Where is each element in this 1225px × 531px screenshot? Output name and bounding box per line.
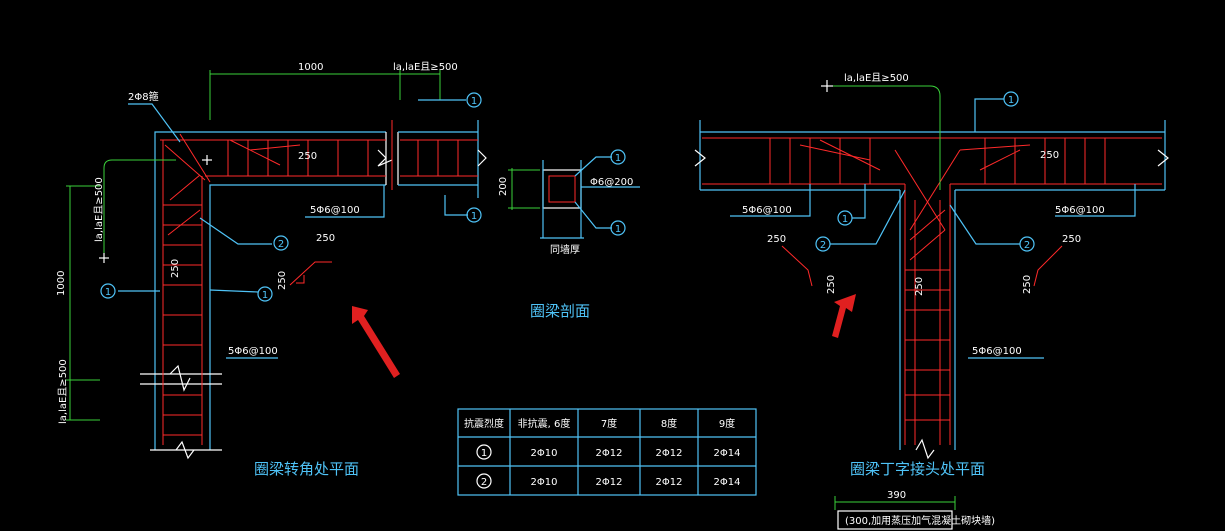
table-header: 8度 xyxy=(661,417,677,430)
corner-plan-title: 圈梁转角处平面 xyxy=(254,460,359,478)
callout-label: 2 xyxy=(820,240,826,251)
corner-rebar xyxy=(160,120,478,445)
callout-label: 2 xyxy=(278,239,284,250)
callout-label: 1 xyxy=(1008,95,1014,106)
table-cell: 2Φ14 xyxy=(714,477,741,488)
table-cell: 2Φ12 xyxy=(656,448,683,459)
callout-label: 1 xyxy=(471,96,477,107)
annotation-arrows xyxy=(352,294,856,378)
callout-label: 2 xyxy=(1024,240,1030,251)
dim-250-b: 250 xyxy=(316,233,335,244)
dim-1000-left: 1000 xyxy=(56,271,67,296)
stirrup-bottom: 5Φ6@100 xyxy=(972,346,1022,357)
red-arrow-left xyxy=(352,306,400,378)
dim-250-d: 250 xyxy=(277,271,288,290)
stirrup-left: 5Φ6@100 xyxy=(742,205,792,216)
callout-label: 1 xyxy=(105,287,111,298)
red-arrow-right xyxy=(832,294,856,338)
corner-plan: 1 1 1 2 1 1000 la,laE且≥500 2Φ8箍 250 250 … xyxy=(56,61,487,478)
tee-text: la,laE且≥500 250 250 250 250 250 250 5Φ6@… xyxy=(742,72,1105,527)
table-cell: 2Φ10 xyxy=(531,448,558,459)
tee-callouts: 1 1 2 2 xyxy=(815,91,1035,252)
corner-callouts xyxy=(100,92,482,302)
callout-label: 1 xyxy=(471,211,477,222)
corner-text: 1000 la,laE且≥500 2Φ8箍 250 250 5Φ6@100 5Φ… xyxy=(56,61,458,478)
tee-anchor-length: la,laE且≥500 xyxy=(844,72,909,84)
table-cell: 2Φ14 xyxy=(714,448,741,459)
section-stirrup: Φ6@200 xyxy=(590,177,633,188)
table-cell: 2Φ12 xyxy=(596,477,623,488)
dim-250-c: 250 xyxy=(1062,234,1081,245)
section-title: 圈梁剖面 xyxy=(530,302,590,320)
dim-1000-top: 1000 xyxy=(298,62,323,73)
beam-section: 1 1 Φ6@200 200 同墙厚 圈梁剖面 xyxy=(498,149,640,320)
table-row-id: 2 xyxy=(481,477,487,488)
anchor-length-top: la,laE且≥500 xyxy=(393,61,458,73)
anchor-length-left-upper: la,laE且≥500 xyxy=(93,177,105,242)
tee-plan: 1 1 2 2 la,laE且≥500 250 250 250 250 250 … xyxy=(694,72,1169,530)
wall-note: (300,加用蒸压加气混凝土砌块墙) xyxy=(845,514,995,527)
table-header: 抗震烈度 xyxy=(464,417,504,430)
callout-label: 1 xyxy=(262,290,268,301)
table-header: 9度 xyxy=(719,417,735,430)
table-cell: 2Φ12 xyxy=(656,477,683,488)
dim-390: 390 xyxy=(887,490,906,501)
dim-250-e: 250 xyxy=(914,277,925,296)
section-height: 200 xyxy=(498,177,509,196)
callout-label: 1 xyxy=(615,153,621,164)
anchor-length-left-lower: la,laE且≥500 xyxy=(57,359,69,424)
tee-beam-outline xyxy=(694,120,1169,460)
table-cell: 2Φ10 xyxy=(531,477,558,488)
table-header: 7度 xyxy=(601,417,617,430)
reinforcement-table: 抗震烈度 非抗震, 6度 7度 8度 9度 1 2 2Φ10 2Φ12 2Φ12… xyxy=(457,408,757,496)
callout-label: 1 xyxy=(615,224,621,235)
table-header: 非抗震, 6度 xyxy=(518,417,571,430)
tee-plan-title: 圈梁丁字接头处平面 xyxy=(850,460,985,478)
corner-beam-outline xyxy=(140,120,487,460)
callout-label: 1 xyxy=(842,214,848,225)
section-width-label: 同墙厚 xyxy=(550,243,580,256)
bar-label: 2Φ8箍 xyxy=(128,90,159,103)
tee-rebar xyxy=(702,137,1162,445)
dim-250-c: 250 xyxy=(170,259,181,278)
stirrup-right: 5Φ6@100 xyxy=(1055,205,1105,216)
table-cell: 2Φ12 xyxy=(596,448,623,459)
corner-dimensions xyxy=(66,70,468,421)
dim-250-d: 250 xyxy=(826,275,837,294)
stirrup-top: 5Φ6@100 xyxy=(310,205,360,216)
stirrup-side: 5Φ6@100 xyxy=(228,346,278,357)
tee-dimensions xyxy=(730,80,1136,530)
dim-250-b: 250 xyxy=(767,234,786,245)
dim-250-f: 250 xyxy=(1022,275,1033,294)
table-row-id: 1 xyxy=(481,448,487,459)
corner-callout-labels: 1 1 1 2 1 xyxy=(105,96,477,301)
dim-250-a: 250 xyxy=(1040,150,1059,161)
dim-250-a: 250 xyxy=(298,151,317,162)
